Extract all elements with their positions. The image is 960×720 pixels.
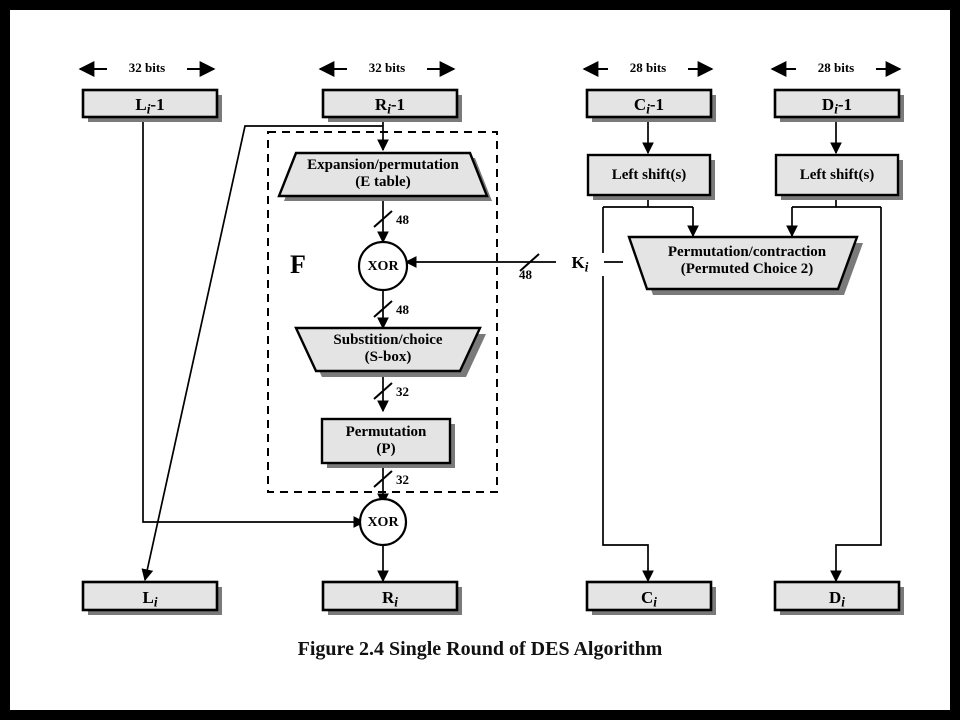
bus-slash-expansion-out (373, 210, 393, 228)
xor-bottom-label: XOR (367, 515, 399, 530)
shape-expansion-permutation (277, 151, 492, 201)
xor-top-label: XOR (367, 259, 399, 274)
shape-register-lprev (81, 88, 222, 122)
expansion-permutation-label: Expansion/permutation (E table) (279, 157, 487, 191)
shape-permutation (320, 417, 455, 468)
shape-xor-bottom (358, 497, 408, 547)
label-permutation-out-width: 32 (396, 472, 409, 487)
label-left-half-width: 32 bits (107, 60, 187, 76)
register-dprev-label: Di-1 (821, 95, 853, 117)
shape-left-shift-c (586, 153, 715, 200)
subkey-label: Ki (556, 253, 604, 276)
figure-caption: Figure 2.4 Single Round of DES Algorithm (297, 638, 663, 660)
des-round-diagram (78, 61, 904, 615)
register-cprev-label: Ci-1 (633, 95, 665, 117)
permutation-line2: (P) (376, 440, 396, 457)
shape-register-dnext (773, 580, 904, 615)
connector-lprev-to-xor (142, 114, 366, 528)
bus-slash-xor-out (373, 300, 393, 318)
label-subkey-width: 48 (519, 267, 532, 282)
permutation-label: Permutation (P) (322, 424, 450, 458)
permuted-choice-2-label: Permutation/contraction (Permuted Choice… (640, 244, 854, 278)
shape-register-cnext (585, 580, 716, 615)
register-rnext-label: Ri (382, 588, 398, 610)
bus-slash-sbox-out (373, 382, 393, 400)
sbox-line1: Substition/choice (333, 332, 443, 348)
connector-leftshift-d-split (786, 195, 882, 583)
label-c-register-width: 28 bits (608, 60, 688, 76)
register-cnext-label: Ci (641, 588, 657, 610)
shape-left-shift-d (774, 153, 903, 200)
label-d-register-width: 28 bits (796, 60, 876, 76)
label-expansion-out-width: 48 (396, 212, 409, 227)
expansion-line1: Expansion/permutation (307, 157, 459, 173)
sbox-line2: (S-box) (364, 348, 412, 365)
expansion-line2: (E table) (355, 173, 411, 190)
bus-slash-permutation-out (373, 470, 393, 488)
pc2-line1: Permutation/contraction (667, 244, 827, 260)
register-rprev-label: Ri-1 (374, 95, 406, 117)
sbox-label: Substition/choice (S-box) (296, 332, 480, 366)
shape-register-dprev (773, 88, 904, 122)
register-lnext-label: Li (142, 588, 158, 610)
shape-register-rprev (321, 88, 462, 122)
label-xor-out-width: 48 (396, 302, 409, 317)
left-shift-d-label: Left shift(s) (799, 167, 875, 183)
shape-xor-top (357, 240, 409, 292)
permutation-line1: Permutation (345, 424, 427, 440)
shape-register-lnext (81, 580, 222, 615)
shape-permuted-choice-2 (627, 235, 863, 295)
connector-rprev-to-lnext (141, 125, 383, 582)
left-shift-c-label: Left shift(s) (611, 167, 687, 183)
f-function-label: F (290, 250, 306, 279)
register-lprev-label: Li-1 (135, 95, 165, 117)
label-sbox-out-width: 32 (396, 384, 409, 399)
label-right-half-width: 32 bits (347, 60, 427, 76)
shape-register-cprev (585, 88, 716, 122)
pc2-line2: (Permuted Choice 2) (680, 260, 814, 277)
figure-page: 32 bits 32 bits 28 bits 28 bits Li-1 Ri-… (10, 10, 950, 710)
shape-sbox (294, 326, 486, 377)
register-dnext-label: Di (829, 588, 845, 610)
shape-register-rnext (321, 580, 462, 615)
